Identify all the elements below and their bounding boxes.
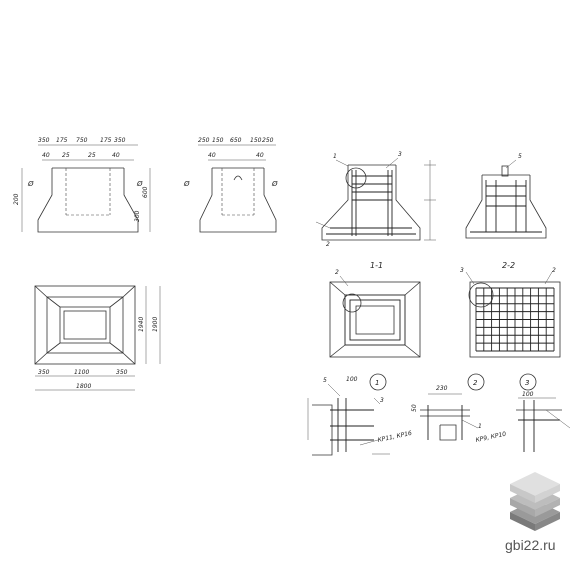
detail-2-dim-side: 50 xyxy=(411,404,418,412)
section-1-1-leader: 2 xyxy=(335,269,339,276)
side-mark-left: Ø xyxy=(183,180,190,188)
detail-2-dim: 230 xyxy=(436,385,448,392)
detail-3: 100 xyxy=(516,391,571,452)
side-dim-2: 150 xyxy=(212,137,224,144)
side-dim-4: 150 xyxy=(250,137,262,144)
detail-1-label: КР11, КР16 xyxy=(377,430,413,444)
plan-dim-3: 350 xyxy=(116,369,128,376)
reinforcement-elevation: 1 3 2 xyxy=(315,151,436,248)
plan-view: 350 1100 350 1800 1940 1900 xyxy=(34,285,161,391)
side-mark-right: Ø xyxy=(271,180,278,188)
detail-1-leader-5: 5 xyxy=(323,377,327,384)
front-dim-1: 350 xyxy=(38,137,50,144)
plan-dim-side-2: 1900 xyxy=(152,317,159,332)
front-dim-side-1: 600 xyxy=(142,186,149,198)
logo-slab-top-front xyxy=(535,484,560,503)
leader-1: 1 xyxy=(333,153,337,160)
site-url[interactable]: gbi22.ru xyxy=(505,537,556,553)
detail-callouts: 1 2 3 xyxy=(369,373,537,391)
leader-3: 3 xyxy=(398,151,402,158)
section-2-2: 2-2 3 2 xyxy=(460,261,561,358)
callout-1: 1 xyxy=(375,379,379,387)
callout-2: 2 xyxy=(473,379,478,387)
detail-2: 230 50 1 КР9, КР10 xyxy=(411,385,507,444)
front-elevation: 350 175 750 175 350 40 25 25 40 200 600 … xyxy=(13,137,151,233)
callout-3: 3 xyxy=(525,379,529,387)
plan-dim-side-1: 1940 xyxy=(138,317,145,332)
plan-dim-2: 1100 xyxy=(74,369,89,376)
detail-1-leader-3: 3 xyxy=(380,397,384,404)
front-dim-side-2: 300 xyxy=(134,210,141,222)
detail-2-leader-1: 1 xyxy=(478,423,482,430)
section-1-1-label: 1-1 xyxy=(370,261,383,270)
logo-slab-middle-side xyxy=(510,498,535,517)
front-dim-3: 750 xyxy=(76,137,88,144)
logo-slab-bottom-side xyxy=(510,512,535,531)
leader-2: 2 xyxy=(326,241,330,248)
front-mark-right: Ø xyxy=(136,180,143,188)
detail-1-dim: 100 xyxy=(346,376,358,383)
logo-slab-top-side xyxy=(510,484,535,503)
mesh-grid xyxy=(475,287,555,352)
side-elevation: 250 150 650 150 250 40 40 Ø Ø xyxy=(183,137,278,233)
leader-5: 5 xyxy=(518,153,522,160)
side-dim-3: 650 xyxy=(230,137,242,144)
reinforcement-side: 5 xyxy=(465,153,547,239)
detail-1: 5 100 3 КР11, КР16 xyxy=(307,376,413,456)
section-1-1: 1-1 2 xyxy=(329,261,421,358)
plan-dim-1: 350 xyxy=(38,369,50,376)
plan-total: 1800 xyxy=(76,383,91,390)
logo-slab-middle-front xyxy=(535,498,560,517)
detail-2-label: КР9, КР10 xyxy=(475,431,507,444)
front-sub-4: 40 xyxy=(112,152,120,159)
side-dim-1: 250 xyxy=(198,137,210,144)
front-sub-1: 40 xyxy=(42,152,50,159)
section-2-2-leader-3: 3 xyxy=(460,267,464,274)
front-dim-5: 350 xyxy=(114,137,126,144)
front-dim-2: 175 xyxy=(56,137,68,144)
front-mark-left: Ø xyxy=(27,180,34,188)
front-sub-2: 25 xyxy=(62,152,70,159)
logo-slab-bottom-front xyxy=(535,512,560,531)
front-dim-side-3: 200 xyxy=(13,193,20,205)
site-logo-icon xyxy=(510,472,560,531)
side-dim-5: 250 xyxy=(262,137,274,144)
front-sub-3: 25 xyxy=(88,152,96,159)
side-sub-1: 40 xyxy=(208,152,216,159)
side-sub-2: 40 xyxy=(256,152,264,159)
front-dim-4: 175 xyxy=(100,137,112,144)
detail-3-dim: 100 xyxy=(522,391,534,398)
section-2-2-leader-2: 2 xyxy=(552,267,556,274)
section-2-2-label: 2-2 xyxy=(502,261,515,270)
